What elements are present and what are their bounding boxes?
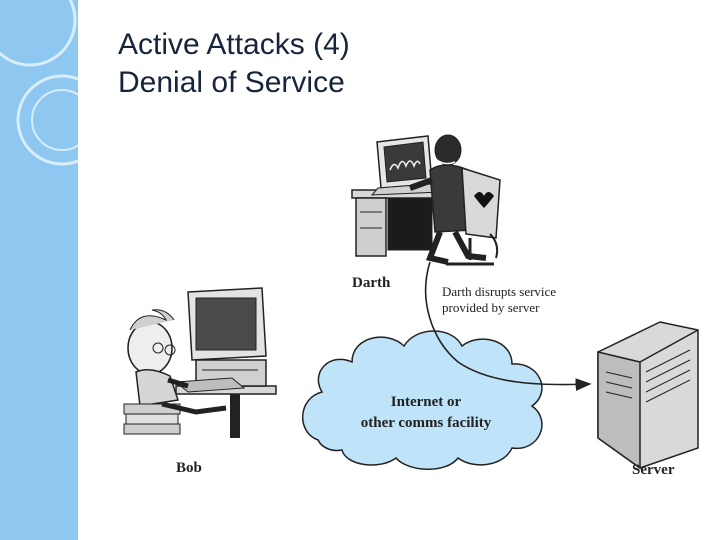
title-line-1: Active Attacks (4) <box>118 28 350 61</box>
annotation-line1: Darth disrupts service <box>442 284 556 299</box>
darth-label: Darth <box>352 275 391 291</box>
bob-label: Bob <box>176 460 202 476</box>
darth-attacker-illustration <box>351 134 501 266</box>
side-decorative-band <box>0 0 78 540</box>
slide-title: Active Attacks (4) Denial of Service <box>118 26 350 102</box>
network-cloud <box>302 330 543 470</box>
title-line-2: Denial of Service <box>118 66 345 99</box>
decorative-circles <box>0 0 78 166</box>
server-label: Server <box>632 462 675 478</box>
network-label-line1: Internet or <box>391 394 462 410</box>
network-label-line2: other comms facility <box>361 415 492 431</box>
disruption-arrow <box>424 261 592 391</box>
annotation-line2: provided by server <box>442 300 540 315</box>
server-illustration <box>597 321 699 470</box>
bob-victim-illustration <box>123 287 277 438</box>
